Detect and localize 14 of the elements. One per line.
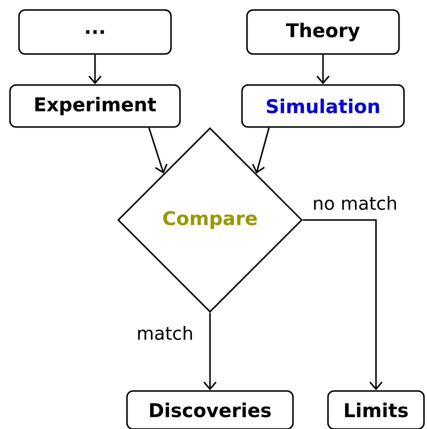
result-box: Limits	[327, 390, 425, 429]
arrow	[252, 128, 270, 174]
arrow	[203, 312, 217, 390]
process-box: Theory	[246, 9, 400, 55]
arrow	[148, 128, 168, 174]
process-box: Experiment	[9, 84, 181, 128]
process-box: ...	[18, 9, 172, 55]
arrow	[316, 54, 330, 84]
arrow	[88, 54, 102, 84]
process-box: Simulation	[241, 84, 405, 128]
result-box: Discoveries	[126, 390, 294, 429]
edge-label: no match	[311, 195, 399, 211]
arrow	[302, 219, 383, 390]
edge-label: match	[136, 325, 194, 341]
